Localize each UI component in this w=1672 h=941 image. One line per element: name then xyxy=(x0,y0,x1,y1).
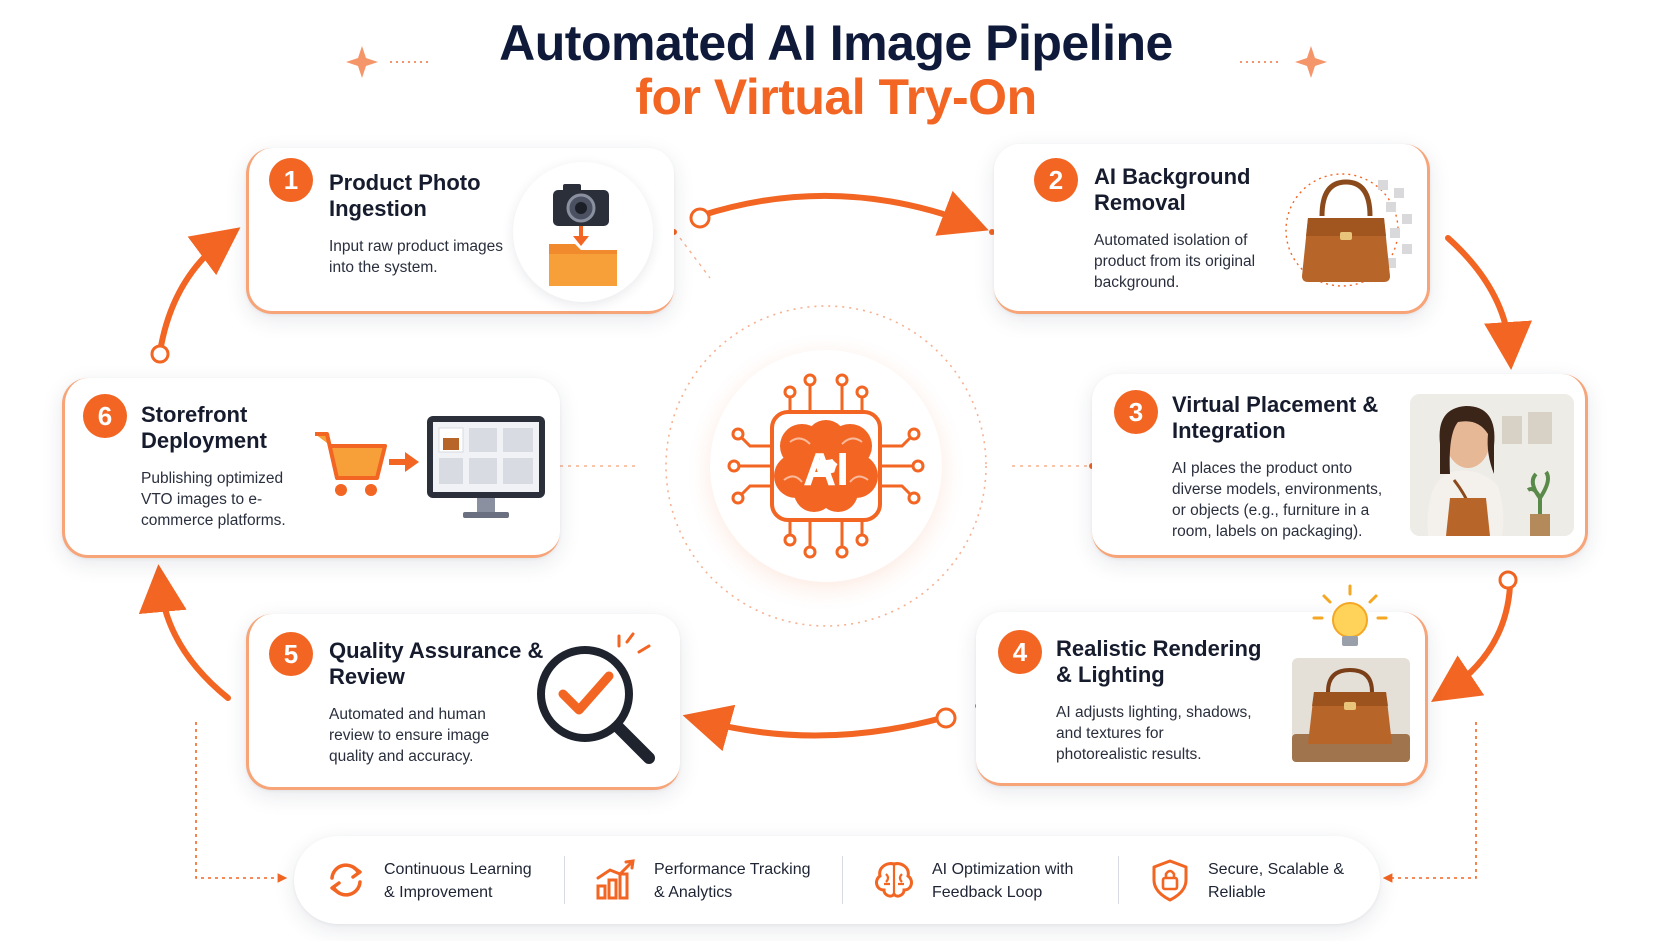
feature-label: Secure, Scalable & Reliable xyxy=(1208,861,1345,901)
feature-divider xyxy=(842,856,843,904)
step-number-badge: 4 xyxy=(998,630,1042,674)
step-number-badge: 1 xyxy=(269,158,313,202)
handbag-icon xyxy=(1282,158,1418,298)
step-description: Publishing optimized VTO images to e-com… xyxy=(141,470,286,529)
feature-label: Continuous Learning & Improvement xyxy=(384,861,532,901)
step-title: Quality Assurance & Review xyxy=(329,638,544,689)
shield-lock-icon xyxy=(1152,859,1188,902)
feature-divider xyxy=(564,856,565,904)
ai-brain-chip-icon xyxy=(727,373,925,559)
features-bar: Continuous Learning & Improvement Perfor… xyxy=(294,836,1380,924)
feature-item: Performance Tracking & Analytics xyxy=(592,836,832,924)
feature-divider xyxy=(1118,856,1119,904)
step-description: Automated and human review to ensure ima… xyxy=(329,706,490,765)
page-subtitle: for Virtual Try-On xyxy=(635,69,1037,125)
step-description: Automated isolation of product from its … xyxy=(1094,232,1256,291)
step-description: AI adjusts lighting, shadows, and textur… xyxy=(1056,704,1252,763)
step-number-badge: 3 xyxy=(1114,390,1158,434)
feature-item: AI Optimization with Feedback Loop xyxy=(870,836,1116,924)
center-ring xyxy=(665,305,987,627)
cart-monitor-icon xyxy=(313,412,557,532)
step-title: Product Photo Ingestion xyxy=(329,170,481,221)
step-title: Storefront Deployment xyxy=(141,402,267,453)
step-card-2: 2 AI Background Removal Automated isolat… xyxy=(994,144,1430,314)
feature-item: Continuous Learning & Improvement xyxy=(322,836,552,924)
step-title: AI Background Removal xyxy=(1094,164,1251,215)
step-card-6: 6 Storefront Deployment Publishing optim… xyxy=(62,378,560,558)
step-number-badge: 6 xyxy=(83,394,127,438)
step-title: Virtual Placement & Integration xyxy=(1172,392,1379,443)
magnifier-check-icon xyxy=(521,632,671,782)
sparkle-icon-left xyxy=(346,46,378,78)
step-title: Realistic Rendering & Lighting xyxy=(1056,636,1262,687)
feature-label: Performance Tracking & Analytics xyxy=(654,861,811,901)
lightbulb-handbag-icon xyxy=(1284,584,1416,774)
center-ai-hub: AI xyxy=(710,350,942,582)
step-description: AI places the product onto diverse model… xyxy=(1172,460,1383,540)
step-card-3: 3 Virtual Placement & Integration AI pla… xyxy=(1092,374,1588,558)
step-number-badge: 5 xyxy=(269,632,313,676)
camera-folder-icon xyxy=(513,162,653,302)
step-card-4: 4 Realistic Rendering & Lighting AI adju… xyxy=(976,584,1428,786)
sparkle-icon-right xyxy=(1295,46,1327,78)
step-card-1: 1 Product Photo Ingestion Input raw prod… xyxy=(246,148,674,314)
feature-item: Secure, Scalable & Reliable xyxy=(1146,836,1366,924)
step-number-badge: 2 xyxy=(1034,158,1078,202)
bar-chart-icon xyxy=(596,859,635,900)
model-with-handbag-photo xyxy=(1410,394,1574,536)
step-description: Input raw product images into the system… xyxy=(329,238,504,276)
feature-label: AI Optimization with Feedback Loop xyxy=(932,861,1074,901)
refresh-cycle-icon xyxy=(330,863,362,897)
page-title: Automated AI Image Pipeline xyxy=(499,15,1173,71)
ai-chip-label: AI xyxy=(803,443,849,495)
step-card-5: 5 Quality Assurance & Review Automated a… xyxy=(246,614,680,790)
brain-icon xyxy=(875,862,913,898)
